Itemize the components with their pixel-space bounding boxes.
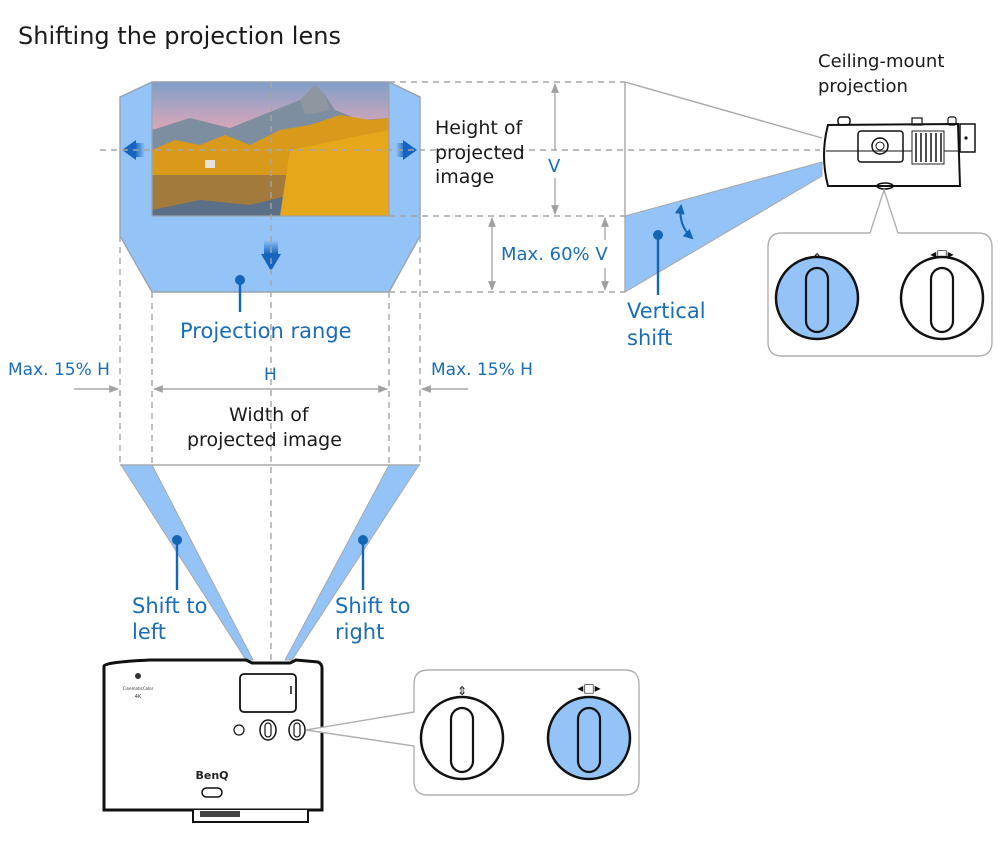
page-title: Shifting the projection lens bbox=[18, 22, 341, 50]
ceiling-mount-label-line2: projection bbox=[818, 76, 908, 97]
shift-right-label-line1: Shift to bbox=[335, 594, 411, 618]
v-symbol: V bbox=[548, 156, 561, 177]
floor-projector: CinematicColor 4K BenQ bbox=[102, 658, 324, 823]
vertical-shift-label-line2: shift bbox=[627, 326, 672, 350]
max-60-v-label: Max. 60% V bbox=[501, 244, 608, 265]
floor-horizontal-knob bbox=[288, 719, 306, 741]
max-15-h-right-label: Max. 15% H bbox=[431, 360, 533, 380]
ceiling-projector bbox=[823, 116, 976, 190]
vertical-shift-curve-arrow bbox=[674, 204, 694, 240]
height-label-line3: image bbox=[435, 166, 494, 188]
shift-right-beam bbox=[284, 464, 420, 661]
projection-range-label: Projection range bbox=[180, 319, 352, 343]
brand-logo: BenQ bbox=[195, 769, 228, 782]
vertical-shift-label-line1: Vertical bbox=[627, 299, 706, 323]
floor-vertical-dial: ⇕ bbox=[419, 684, 505, 781]
shift-right-label-line2: right bbox=[335, 620, 384, 644]
floor-horizontal-dial: ◂□▸ bbox=[546, 681, 632, 781]
ceiling-vertical-dial: ⇕ bbox=[774, 251, 860, 341]
width-label-line2: projected image bbox=[187, 429, 342, 451]
max-15-h-left-label: Max. 15% H bbox=[8, 360, 110, 380]
svg-text:CinematicColor: CinematicColor bbox=[123, 686, 154, 691]
svg-text:4K: 4K bbox=[135, 694, 142, 700]
vertical-dial-glyph: ⇕ bbox=[457, 684, 467, 698]
height-label-line2: projected bbox=[435, 142, 525, 164]
ceiling-horizontal-dial: ◂□▸ bbox=[899, 247, 985, 341]
floor-vertical-knob bbox=[259, 719, 277, 741]
shift-left-arrow bbox=[122, 140, 145, 160]
width-label-line1: Width of bbox=[229, 404, 310, 426]
shift-left-beam bbox=[120, 464, 254, 661]
shift-left-label-line2: left bbox=[132, 620, 166, 644]
vertical-shift-area bbox=[624, 161, 823, 293]
horizontal-dial-glyph: ◂□▸ bbox=[577, 681, 600, 695]
shift-left-label-line1: Shift to bbox=[132, 594, 208, 618]
height-label-line1: Height of bbox=[435, 117, 523, 139]
h-symbol: H bbox=[264, 365, 277, 385]
ceiling-mount-label-line1: Ceiling-mount bbox=[818, 51, 944, 72]
